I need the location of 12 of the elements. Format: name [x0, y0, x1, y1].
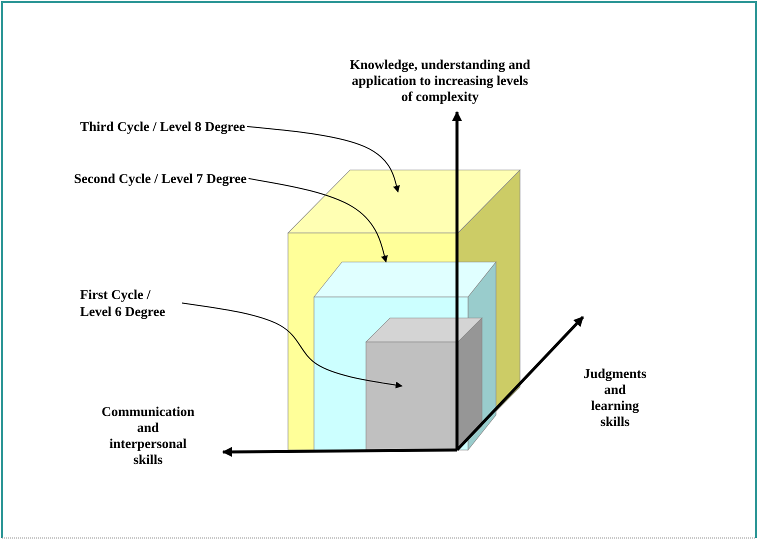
cube: [365, 317, 483, 451]
cube: [313, 261, 497, 451]
leader-arrow: [246, 126, 400, 193]
level-label: Third Cycle / Level 8 Degree: [80, 118, 246, 135]
axis-label: Judgments and learning skills: [582, 366, 648, 430]
axis-label: Communication and interpersonal skills: [100, 404, 196, 468]
level-label: First Cycle / Level 6 Degree: [80, 286, 180, 320]
leader-arrow: [182, 302, 403, 388]
axis-label: Knowledge, understanding and application to increasing levels of complexity: [348, 57, 532, 105]
cube: [287, 169, 521, 451]
level-label: Second Cycle / Level 7 Degree: [74, 170, 247, 187]
leader-arrow: [248, 178, 388, 263]
